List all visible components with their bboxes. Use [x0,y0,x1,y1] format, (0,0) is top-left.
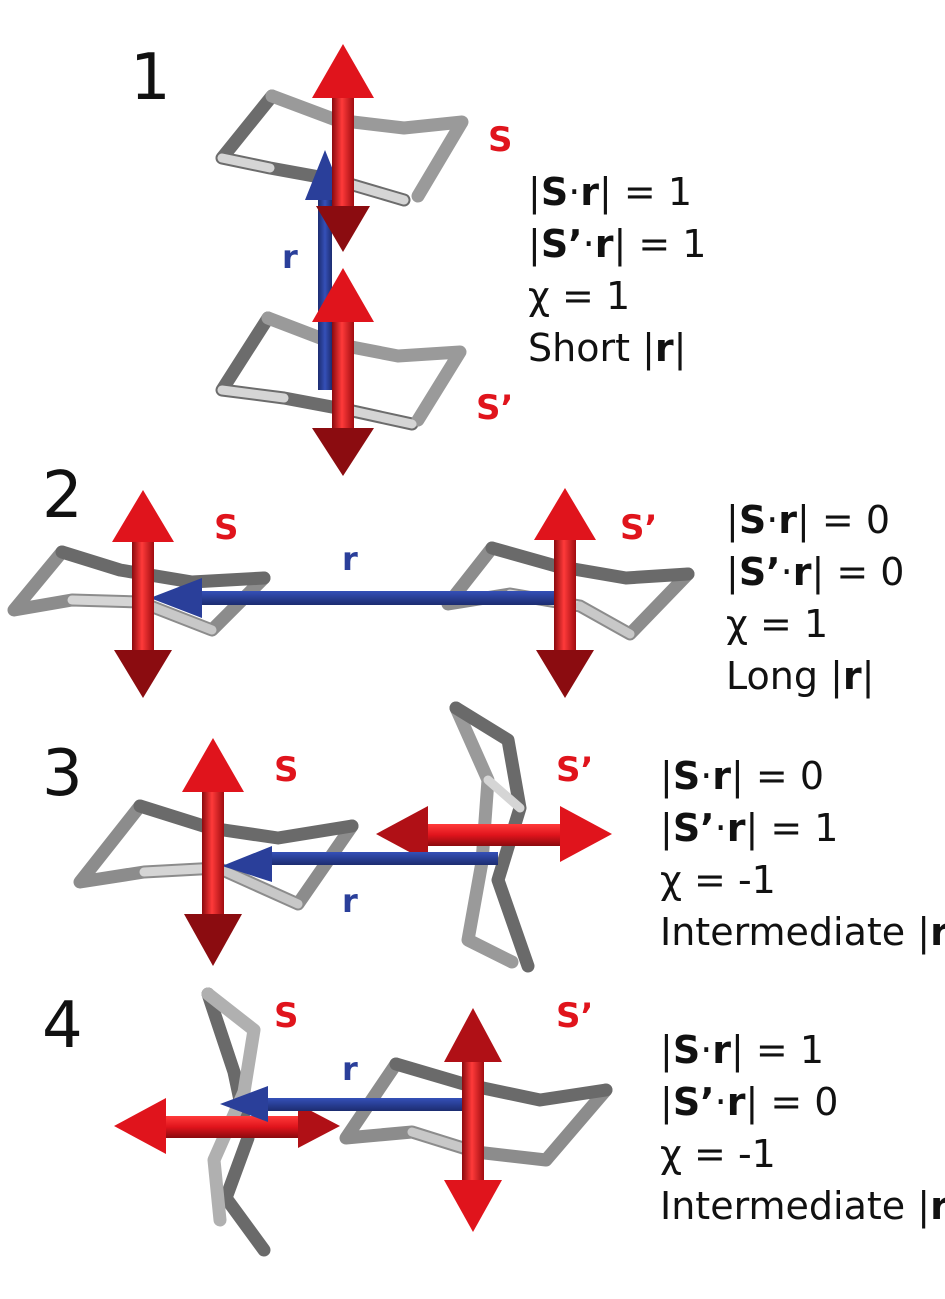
panel-number: 3 [42,737,83,811]
eq-distance: Short |r| [528,326,687,370]
panel-1-spin-arrow-top [312,44,374,252]
panel-number: 2 [42,459,83,533]
eq-s-prime-dot-r: |S’·r| = 1 [660,806,839,850]
panel-2-r-vector [150,578,556,618]
panel-4-spin-arrow-right [444,1008,502,1232]
eq-distance: Intermediate |r| [660,1184,945,1228]
panel-3-scene [73,701,612,973]
equation-block: |S·r| = 0 |S’·r| = 0 χ = 1 Long |r| [726,494,904,702]
panel-number: 1 [130,41,171,115]
spin-label-s-prime: S’ [476,388,514,428]
eq-chi: χ = 1 [726,602,829,646]
r-vector-label: r [282,238,298,276]
r-vector-label: r [342,1050,358,1088]
eq-s-dot-r: |S·r| = 0 [726,498,891,542]
equation-block: |S·r| = 1 |S’·r| = 1 χ = 1 Short |r| [528,166,706,374]
panel-1-ring-bottom [215,311,467,431]
eq-chi: χ = 1 [528,274,631,318]
eq-chi: χ = -1 [660,1132,776,1176]
spin-label-s: S [274,996,299,1036]
spin-label-s: S [488,120,513,160]
panel-1-scene [215,44,469,476]
panel-4-scene [114,987,613,1257]
r-vector-label: r [342,540,358,578]
panel-3-spin-arrow-left [182,738,244,966]
r-vector-label: r [342,882,358,920]
panel-2-scene [7,488,695,698]
spin-label-s: S [214,508,239,548]
eq-s-dot-r: |S·r| = 1 [660,1028,825,1072]
panel-3-r-vector [222,846,498,882]
equation-block: |S·r| = 1 |S’·r| = 0 χ = -1 Intermediate… [660,1024,945,1232]
panel-4-r-vector [220,1086,474,1122]
spin-label-s-prime: S’ [556,750,594,790]
eq-distance: Long |r| [726,654,875,698]
equation-block: |S·r| = 0 |S’·r| = 1 χ = -1 Intermediate… [660,750,945,958]
panel-number: 4 [42,989,83,1063]
spin-label-s: S [274,750,299,790]
eq-s-dot-r: |S·r| = 0 [660,754,825,798]
eq-s-prime-dot-r: |S’·r| = 0 [726,550,905,594]
panel-3-spin-arrow-right [376,806,612,862]
eq-s-prime-dot-r: |S’·r| = 0 [660,1080,839,1124]
panel-1-spin-arrow-bottom [312,268,374,476]
spin-label-s-prime: S’ [556,996,594,1036]
panel-2-spin-arrow-right [534,488,596,698]
eq-distance: Intermediate |r| [660,910,945,954]
eq-s-prime-dot-r: |S’·r| = 1 [528,222,707,266]
panel-2-spin-arrow-left [112,490,174,698]
spin-label-s-prime: S’ [620,508,658,548]
eq-s-dot-r: |S·r| = 1 [528,170,693,214]
eq-chi: χ = -1 [660,858,776,902]
